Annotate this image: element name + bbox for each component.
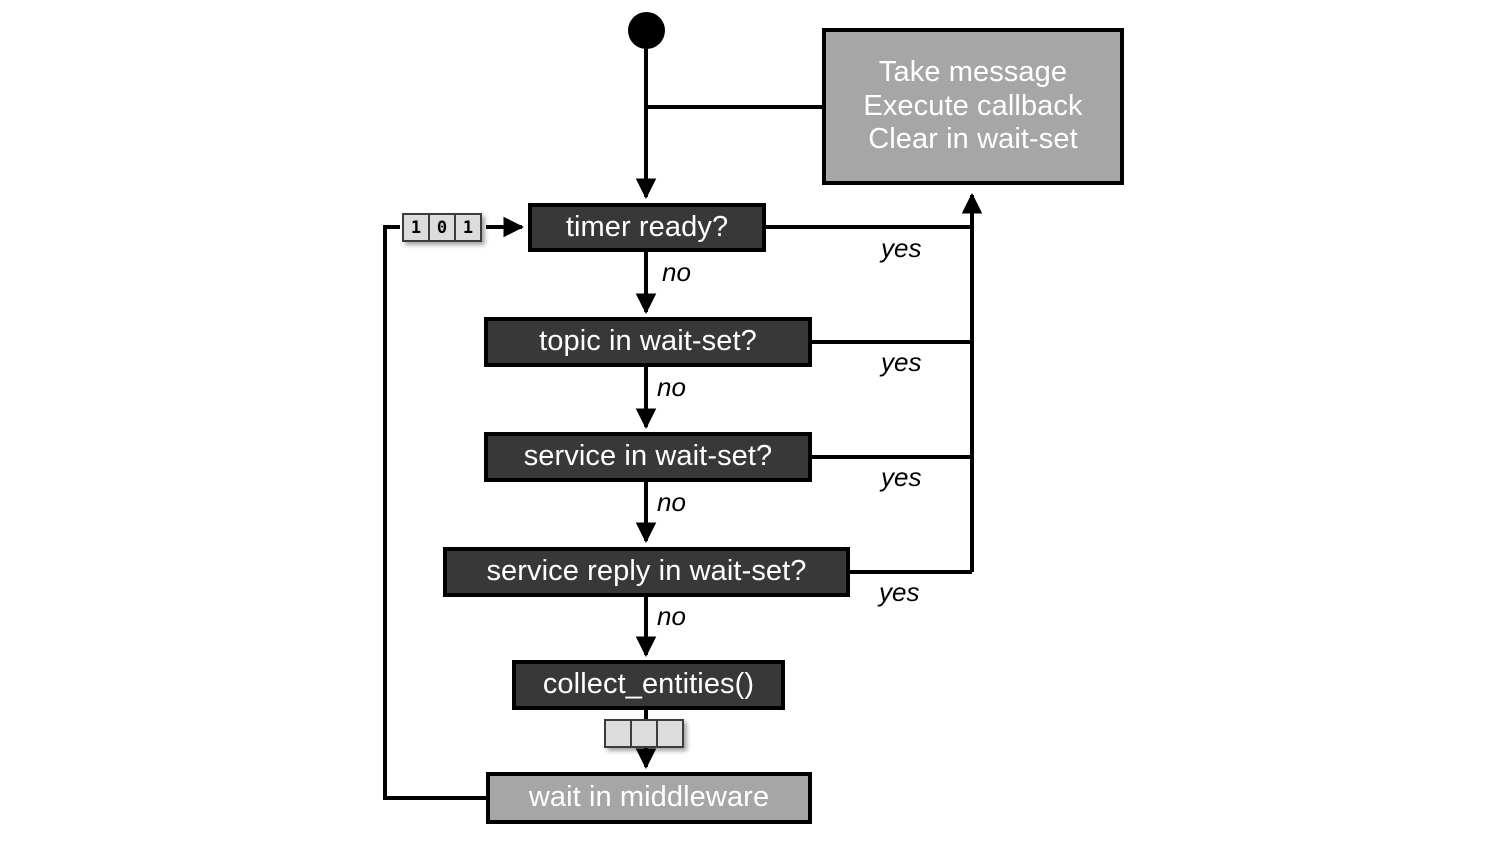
node-service-in-wait-set[interactable]: service in wait-set?	[484, 432, 812, 482]
collected-entities-slots[interactable]	[604, 719, 684, 748]
edge-label-no-service: no	[657, 487, 686, 517]
node-topic-in-wait-set[interactable]: topic in wait-set?	[484, 317, 812, 367]
node-wait-in-middleware[interactable]: wait in middleware	[486, 772, 812, 824]
node-collect-entities[interactable]: collect_entities()	[512, 660, 785, 710]
wait-set-bit-cell[interactable]: 1	[402, 213, 430, 242]
edge-label-yes-service: yes	[881, 462, 922, 492]
collected-entity-slot[interactable]	[604, 719, 632, 748]
edge-label-yes-service-reply: yes	[879, 577, 920, 607]
edge-label-no-service-reply: no	[657, 601, 686, 631]
edge-label-yes-timer: yes	[881, 233, 922, 263]
node-timer-ready[interactable]: timer ready?	[528, 203, 766, 252]
wait-set-bits[interactable]: 1 0 1	[402, 213, 482, 242]
wait-set-bit-cell[interactable]: 0	[428, 213, 456, 242]
edge-label-no-topic: no	[657, 372, 686, 402]
collected-entity-slot[interactable]	[630, 719, 658, 748]
node-service-reply-in-wait-set[interactable]: service reply in wait-set?	[443, 547, 850, 597]
collected-entity-slot[interactable]	[656, 719, 684, 748]
edge-label-no-timer: no	[662, 257, 691, 287]
wait-set-bit-cell[interactable]: 1	[454, 213, 482, 242]
node-take-message[interactable]: Take message Execute callback Clear in w…	[822, 28, 1124, 185]
edge-wait-feedback	[383, 225, 486, 800]
start-node	[628, 12, 665, 49]
edge-label-yes-topic: yes	[881, 347, 922, 377]
